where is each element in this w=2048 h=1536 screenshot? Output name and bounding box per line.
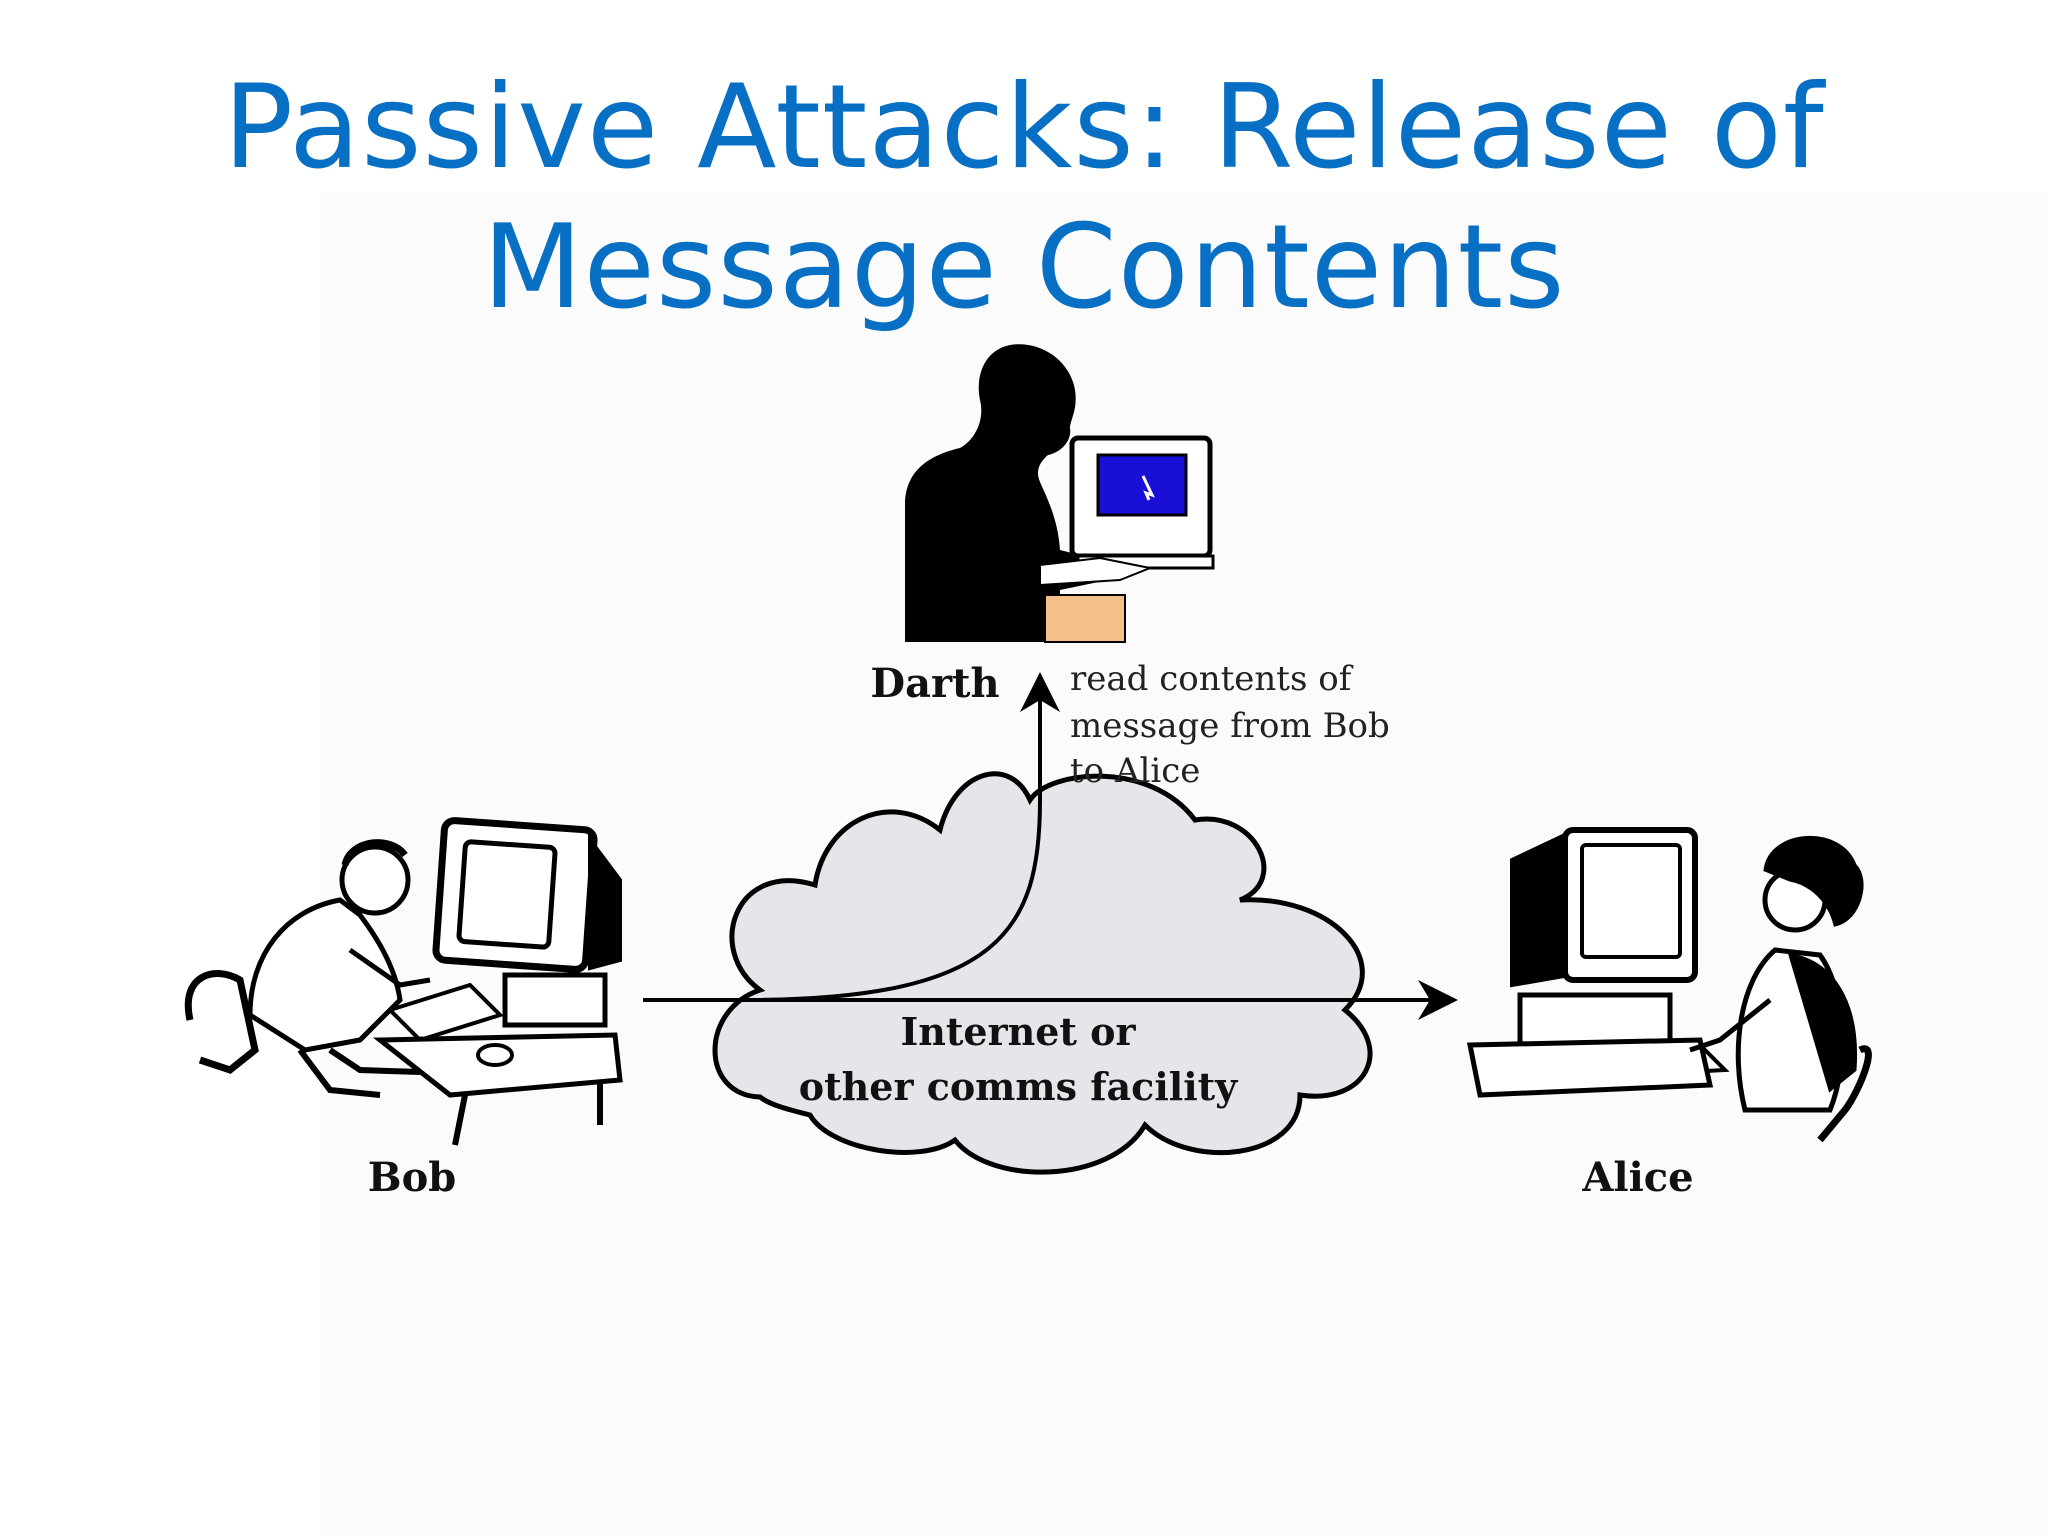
darth-figure: Darth — [870, 344, 1215, 707]
annotation-line-2: message from Bob — [1070, 706, 1390, 746]
alice-hair — [1763, 835, 1864, 927]
cloud-label-line-2: other comms facility — [799, 1064, 1238, 1109]
alice-sweater — [1787, 953, 1858, 1093]
bob-desk-leg — [452, 1080, 603, 1146]
alice-label: Alice — [1581, 1154, 1693, 1201]
alice-monitor-screen — [1580, 843, 1682, 959]
bob-legs — [297, 1047, 421, 1098]
darth-hand — [1039, 556, 1154, 587]
bob-head — [339, 844, 411, 916]
alice-desk — [1466, 1037, 1714, 1098]
bob-keyboard — [386, 982, 504, 1043]
bob-label: Bob — [368, 1154, 456, 1201]
bob-chair — [184, 970, 259, 1074]
bob-monitor-screen — [456, 839, 558, 950]
bob-monitor-back — [588, 834, 622, 971]
darth-desk — [1044, 594, 1126, 643]
bob-cpu — [502, 972, 608, 1028]
annotation-line-3: to Alice — [1070, 751, 1200, 791]
interception-annotation: read contents of message from Bob to Ali… — [1070, 659, 1390, 791]
alice-monitor-back — [1510, 831, 1573, 988]
cloud-shape — [712, 771, 1373, 1175]
alice-cpu — [1517, 992, 1673, 1048]
bob-figure — [184, 817, 623, 1146]
bob-mouse — [476, 1043, 514, 1067]
darth-monitor-screen — [1096, 453, 1188, 517]
title-line-1: Passive Attacks: Release of — [223, 60, 1825, 195]
bob-hair — [341, 839, 408, 867]
slide-title: Passive Attacks: Release of Message Cont… — [0, 58, 2048, 338]
bob-torso — [247, 897, 403, 1053]
interception-arrow — [744, 672, 1060, 1002]
alice-chair — [1817, 1045, 1872, 1143]
network-cloud: Internet or other comms facility — [712, 771, 1373, 1175]
cloud-label-line-1: Internet or — [900, 1009, 1136, 1054]
alice-figure — [1466, 827, 1872, 1143]
darth-label: Darth — [870, 660, 999, 707]
alice-arm — [1689, 998, 1772, 1053]
annotation-line-1: read contents of — [1070, 659, 1354, 699]
title-line-2: Message Contents — [482, 200, 1566, 335]
bob-arm — [348, 947, 431, 988]
cursor-icon — [1141, 475, 1155, 501]
